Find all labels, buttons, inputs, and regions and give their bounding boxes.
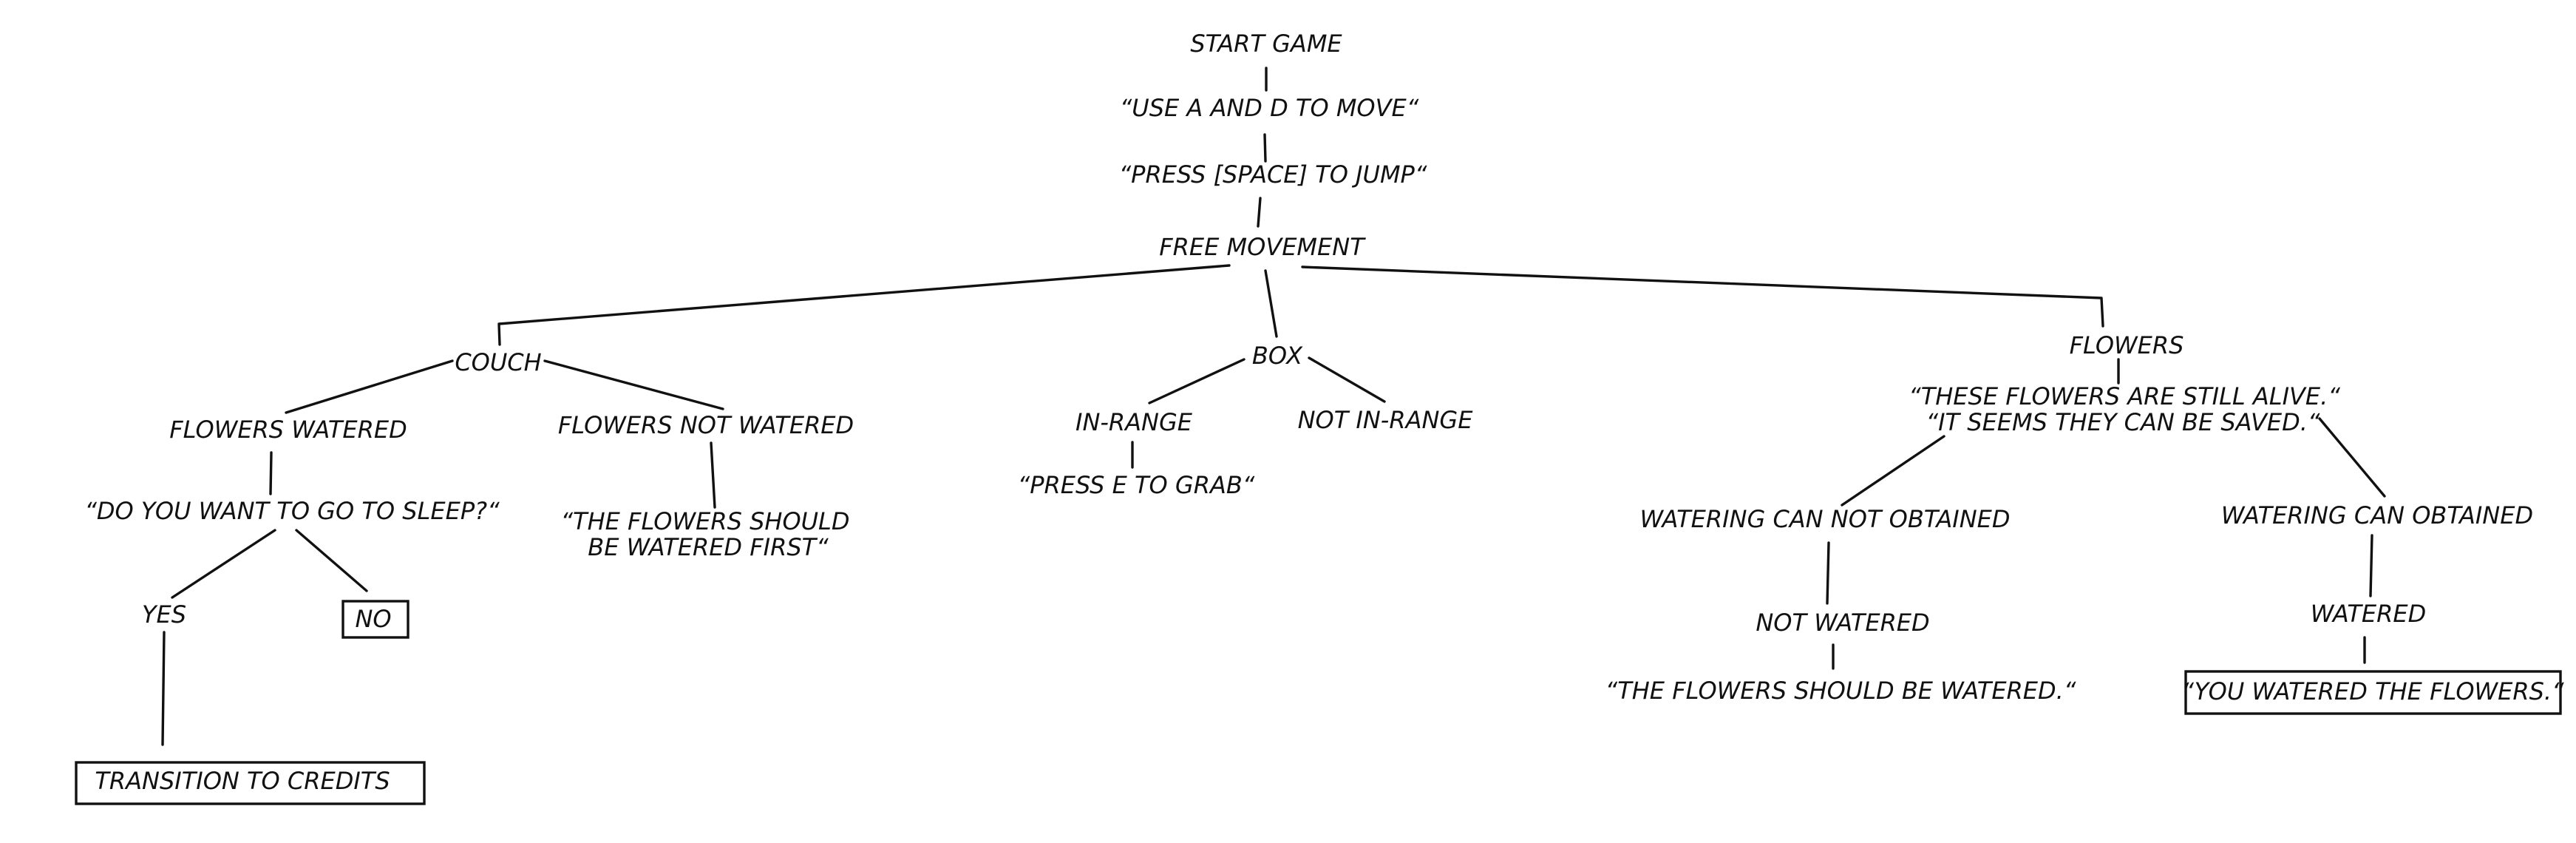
node-use-a-d-to-move: “USE A AND D TO MOVE“ (1120, 94, 1419, 122)
you-watered-box (2184, 670, 2562, 715)
node-press-space-to-jump: “PRESS [SPACE] TO JUMP“ (1119, 160, 1427, 189)
node-no: NO (355, 605, 391, 633)
no-box (341, 600, 409, 639)
node-should-be-watered-first-line1: “THE FLOWERS SHOULD (560, 507, 849, 535)
connector-can-obtained-to-watered (2369, 534, 2373, 597)
transition-credits-box (75, 761, 426, 805)
node-couch: COUCH (455, 348, 541, 376)
node-should-be-watered-first-line2: BE WATERED FIRST“ (588, 533, 829, 561)
connector-free-movement-to-couch (497, 264, 1231, 346)
node-flowers-watered: FLOWERS WATERED (169, 416, 407, 444)
node-not-in-range: NOT IN-RANGE (1298, 406, 1474, 434)
connector-flowers-not-watered-to-message (710, 441, 716, 509)
node-can-be-saved: “IT SEEMS THEY CAN BE SAVED.“ (1926, 408, 2320, 436)
connector-free-movement-to-flowers (1301, 265, 2104, 328)
connector-press-space-to-free-movement (1257, 197, 1262, 228)
connector-can-be-saved-to-can-obtained (2318, 417, 2386, 498)
connector-can-not-obtained-to-not-watered (1826, 541, 1830, 605)
connector-couch-to-flowers-not-watered (543, 359, 724, 410)
node-watering-can-not-obtained: WATERING CAN NOT OBTAINED (1639, 505, 2010, 533)
node-sleep-question: “DO YOU WANT TO GO TO SLEEP?“ (84, 497, 500, 525)
node-flowers-not-watered: FLOWERS NOT WATERED (558, 411, 854, 439)
connector-box-to-in-range (1148, 358, 1245, 404)
node-in-range: IN-RANGE (1075, 408, 1193, 436)
node-box: BOX (1252, 342, 1303, 370)
connector-box-to-not-in-range (1308, 356, 1386, 403)
node-transition-to-credits: TRANSITION TO CREDITS (95, 767, 390, 795)
node-not-watered: NOT WATERED (1756, 609, 1929, 637)
connector-free-movement-to-box (1264, 269, 1278, 338)
node-should-be-watered: “THE FLOWERS SHOULD BE WATERED.“ (1605, 677, 2076, 705)
node-watering-can-obtained: WATERING CAN OBTAINED (2221, 501, 2533, 529)
connector-can-be-saved-to-can-not-obtained (1841, 435, 1945, 507)
node-start-game: START GAME (1190, 30, 1342, 58)
node-flowers: FLOWERS (2070, 331, 2184, 359)
connector-sleep-question-to-no (295, 529, 368, 592)
node-you-watered: “YOU WATERED THE FLOWERS.“ (2181, 677, 2564, 705)
connector-sleep-question-to-yes (171, 529, 276, 599)
node-free-movement: FREE MOVEMENT (1159, 233, 1366, 261)
connector-yes-to-credits (161, 631, 166, 746)
node-press-e-to-grab: “PRESS E TO GRAB“ (1018, 471, 1255, 499)
connector-couch-to-flowers-watered (285, 359, 454, 414)
node-yes: YES (142, 600, 186, 629)
node-still-alive: “THESE FLOWERS ARE STILL ALIVE.“ (1909, 382, 2340, 410)
node-watered: WATERED (2311, 600, 2426, 628)
